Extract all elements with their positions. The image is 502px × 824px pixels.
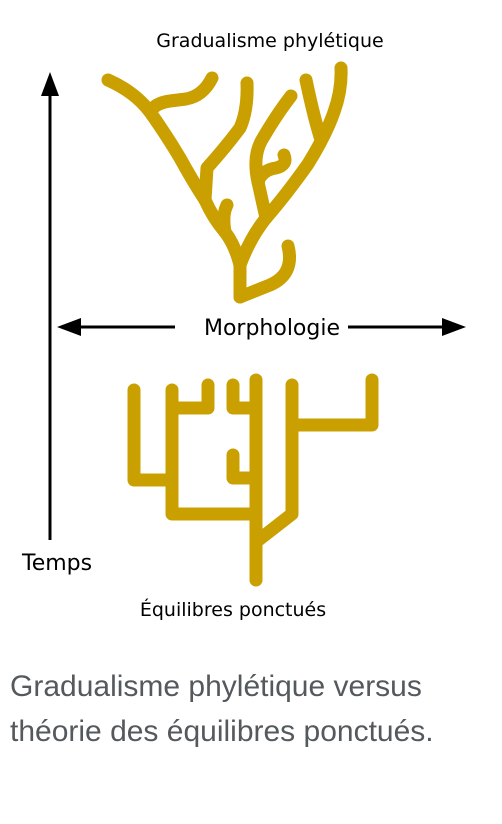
gradualism-branch-left-twig: [143, 71, 219, 119]
gradualism-branch-hook: [251, 148, 292, 189]
gradualism-branch-right-inner: [249, 89, 298, 225]
gradualism-tree: [101, 61, 348, 304]
title-punctuated: Équilibres ponctués: [140, 598, 326, 621]
gradualism-branch-small: [217, 198, 234, 239]
punctuated-tree: [127, 373, 379, 587]
figure-caption: Gradualisme phylétique versus théorie de…: [10, 670, 434, 748]
punctuated-branch-left-bar: [165, 383, 263, 521]
punctuated-branch-right: [285, 373, 379, 432]
time-axis: [41, 72, 59, 540]
punctuated-branch-left-top: [165, 378, 215, 415]
time-label: Temps: [21, 551, 92, 576]
time-axis-arrowhead: [41, 72, 59, 96]
gradualism-branch-right: [233, 61, 348, 272]
morphology-axis: [57, 318, 466, 336]
morphology-axis-right-arrowhead: [442, 318, 466, 336]
punctuated-branch-left-fork: [127, 383, 179, 487]
punctuated-trunk: [249, 378, 299, 587]
punctuated-branch-mid-hook: [226, 448, 263, 485]
gradualism-branch-middle: [198, 76, 254, 207]
morphology-label: Morphologie: [204, 316, 340, 341]
gradualism-branch-tip: [299, 73, 328, 147]
title-gradualism: Gradualisme phylétique: [156, 30, 383, 52]
evolution-diagram: Gradualisme phylétique Morphologie Temp: [21, 30, 466, 621]
punctuated-branch-mid-top: [226, 378, 263, 415]
gradualism-branch-main: [101, 73, 247, 304]
morphology-axis-left-arrowhead: [57, 318, 81, 336]
gradualism-trunk: [233, 239, 296, 304]
